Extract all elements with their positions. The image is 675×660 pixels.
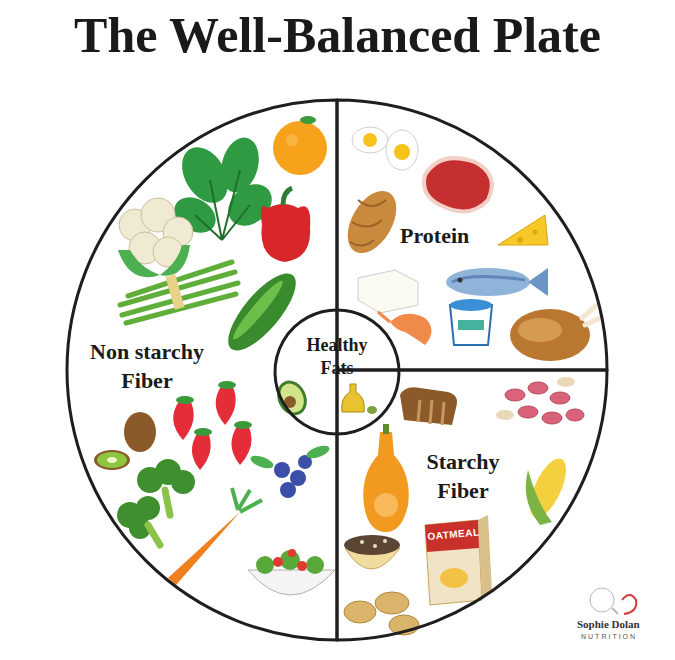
section-label: Non starchy Fiber — [77, 338, 217, 395]
section-outline — [337, 100, 607, 370]
starchy-section: Starchy Fiber — [337, 370, 607, 640]
non-starchy-section: Non starchy Fiber — [67, 100, 337, 640]
section-outline-path — [337, 370, 607, 640]
section-label: Healthy Fats — [289, 334, 385, 381]
section-label: Protein — [400, 222, 500, 251]
section-label: Starchy Fiber — [403, 448, 523, 505]
watermark-name: Sophie Dolan — [577, 618, 640, 631]
watermark-sub: NUTRITION — [581, 633, 637, 641]
section-outline — [337, 370, 607, 640]
section-outline-path — [337, 100, 607, 370]
protein-section: Protein — [337, 100, 607, 370]
section-outline-path — [67, 100, 337, 640]
plate-title: The Well-Balanced Plate — [0, 6, 675, 64]
